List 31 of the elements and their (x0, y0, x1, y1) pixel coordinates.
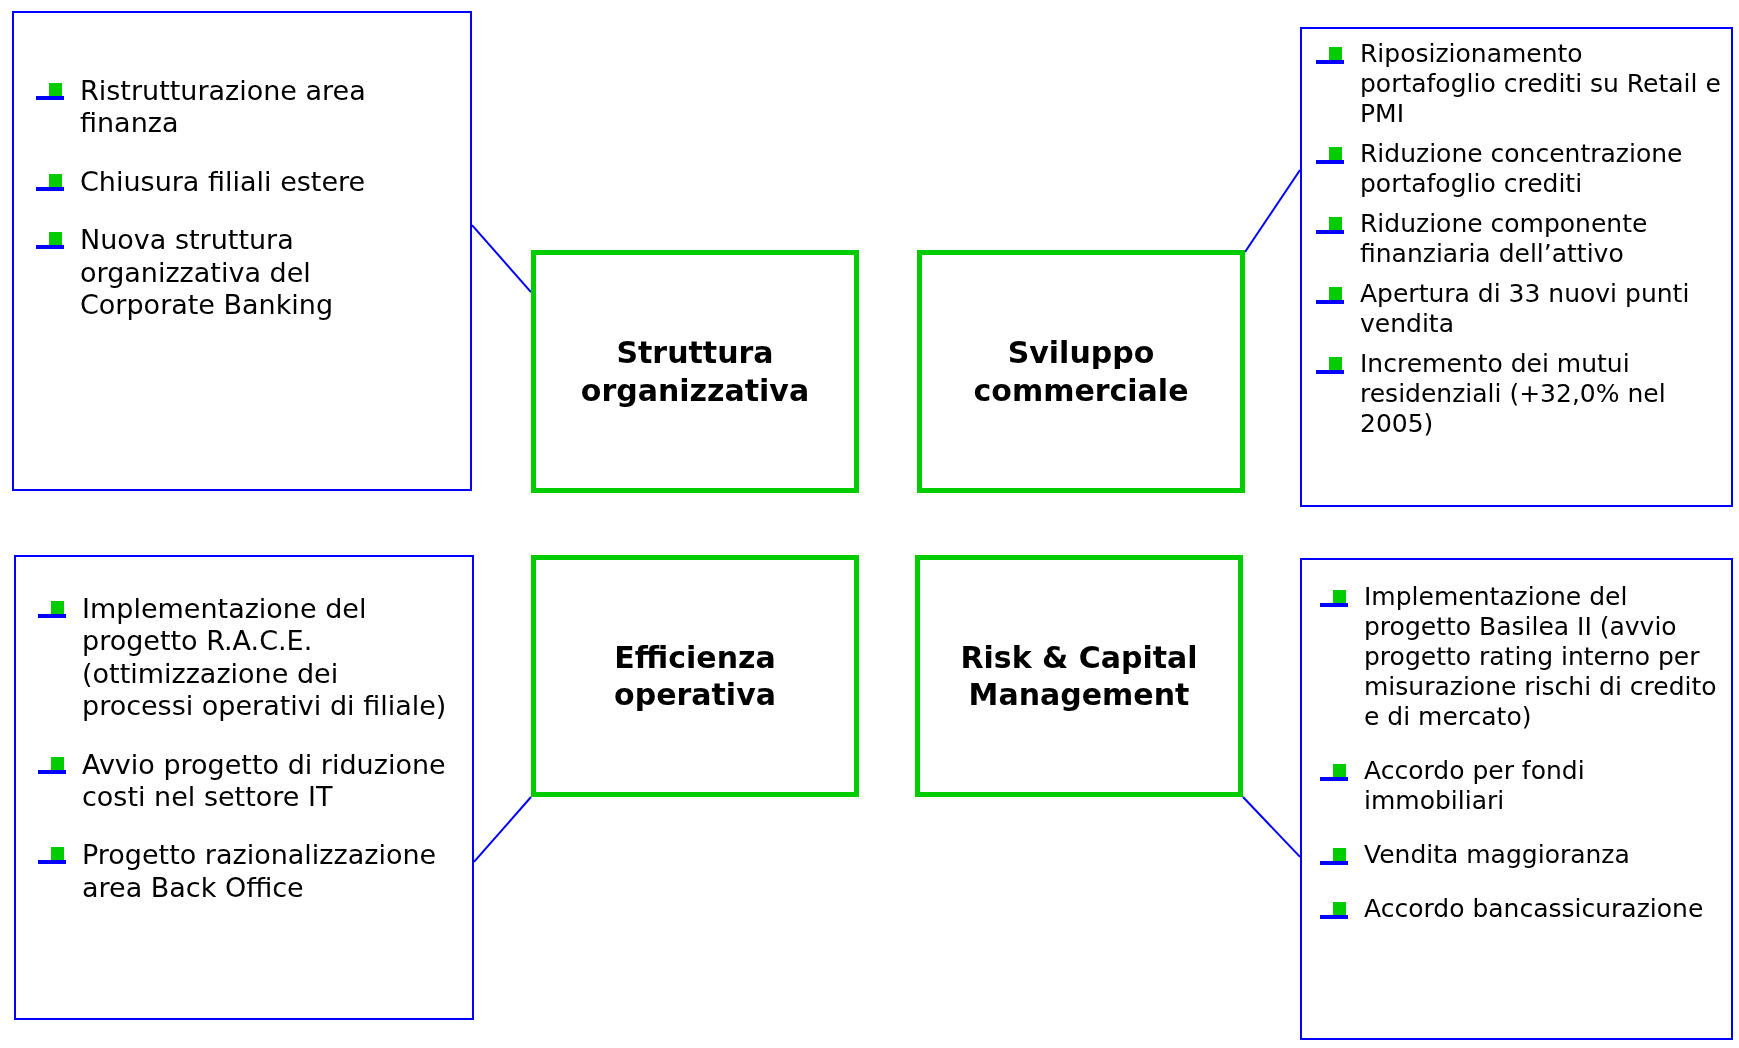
list-item-text: Apertura di 33 nuovi punti vendita (1360, 279, 1691, 339)
list-item-text: Riposizionamento portafoglio crediti su Retail e PMI (1360, 39, 1722, 129)
connector-line (1244, 169, 1301, 253)
list-item-text: Ristrutturazione area finanza (80, 75, 367, 140)
list-item-text: Implementazione del progetto Basilea II (avvio progetto rating interno per misurazione rischi di credito e di mercato) (1364, 582, 1718, 732)
topic-title: Sviluppo commerciale (972, 334, 1190, 409)
topic-box (917, 250, 1245, 493)
list-item-text: Riduzione componente finanziaria dell’attivo (1360, 209, 1649, 269)
list-item-text: Nuova struttura organizzativa del Corporate Banking (80, 224, 335, 322)
list-item-text: Progetto razionalizzazione area Back Office (82, 839, 438, 905)
list-item-text: Riduzione concentrazione portafoglio crediti (1360, 139, 1684, 199)
topic-box (915, 555, 1243, 797)
bullet-list-box (12, 11, 472, 491)
list-item-text: Implementazione del progetto R.A.C.E. (ottimizzazione dei processi operativi di filiale) (82, 593, 448, 723)
list-item-text: Vendita maggioranza (1364, 840, 1631, 870)
list-item-text: Chiusura filiali estere (80, 165, 367, 199)
topic-title: Struttura organizzativa (579, 334, 811, 409)
list-item-text: Incremento dei mutui residenziali (+32,0% nel 2005) (1360, 349, 1667, 439)
connector-line (1242, 796, 1301, 858)
bullet-list-box (1300, 27, 1733, 507)
topic-title: Efficienza operativa (613, 638, 777, 714)
topic-box (531, 250, 859, 493)
list-item-text: Accordo bancassicurazione (1364, 894, 1705, 924)
topic-box (531, 555, 859, 797)
list-item-text: Accordo per fondi immobiliari (1364, 756, 1586, 816)
bullet-list-box (14, 555, 474, 1020)
bullet-list-box (1300, 558, 1733, 1040)
topic-title: Risk & Capital Management (959, 638, 1199, 714)
connector-line (473, 796, 532, 863)
list-item-text: Avvio progetto di riduzione costi nel settore IT (82, 748, 447, 814)
connector-line (471, 224, 532, 294)
